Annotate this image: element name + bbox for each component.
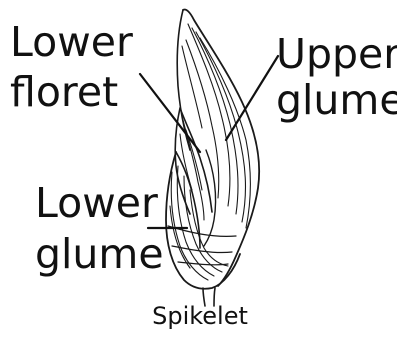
- lower-floret-label-line-1: Lower: [10, 18, 133, 66]
- lower-glume-label-line-1: Lower: [35, 179, 158, 227]
- diagram-caption: Spikelet: [152, 302, 248, 330]
- lower-floret-label-line-2: floret: [10, 68, 118, 116]
- lower-floret-leader: [140, 74, 200, 152]
- upper-glume-label-line-1: Upper: [276, 30, 397, 78]
- upper-glume-label: Upper glume: [276, 30, 397, 124]
- spikelet-illustration: [166, 9, 259, 306]
- upper-glume-label-line-2: glume: [276, 76, 397, 124]
- lower-glume-label-line-2: glume: [35, 230, 164, 278]
- lower-floret-label: Lower floret: [10, 18, 146, 116]
